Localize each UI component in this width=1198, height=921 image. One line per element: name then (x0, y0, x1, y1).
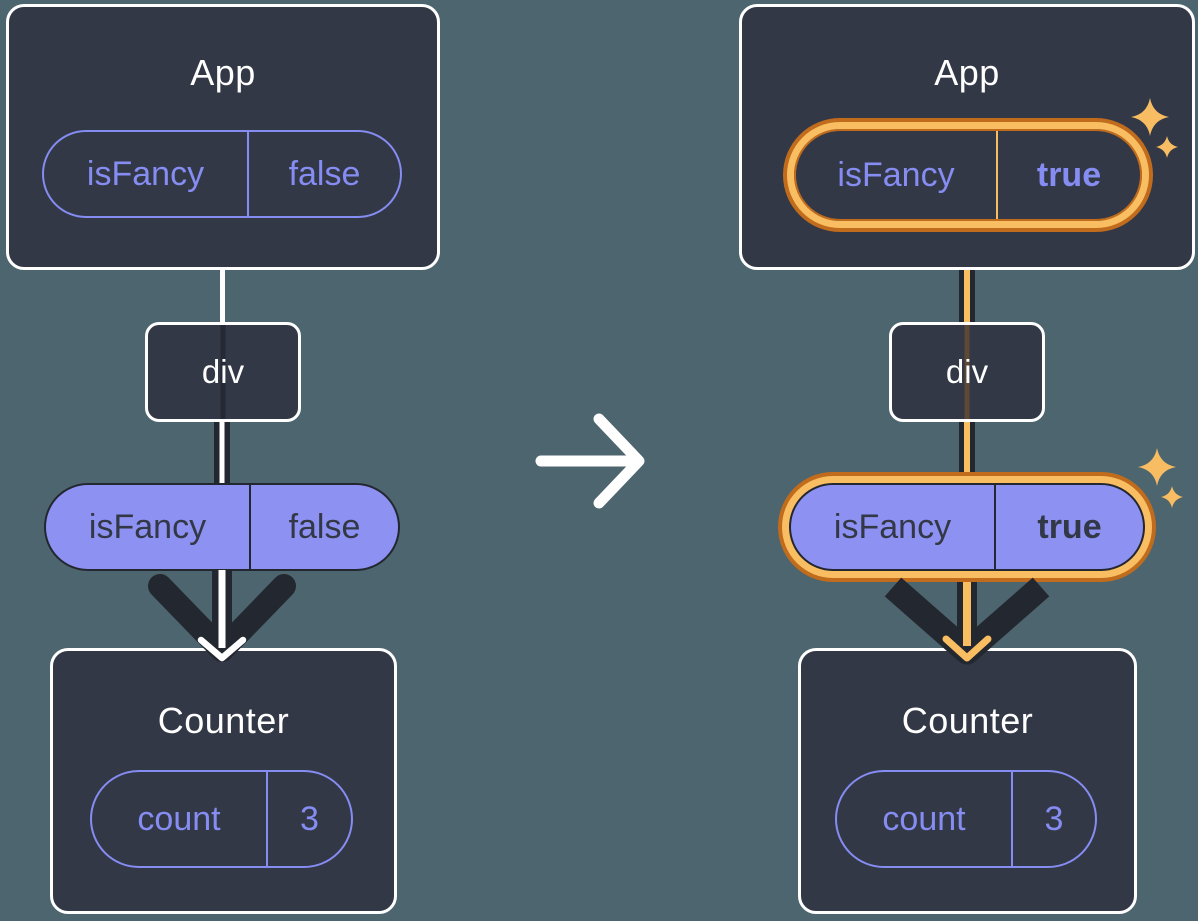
before-count-state-pill: count 3 (90, 770, 353, 868)
before-passed-prop-pill: isFancy false (44, 483, 400, 571)
arrow-head (884, 577, 1050, 665)
prop-value: false (249, 485, 398, 569)
after-app-title: App (934, 52, 1000, 93)
transition-arrow-icon (535, 413, 645, 509)
after-connector-core-line (964, 268, 970, 324)
arrow-core-line (963, 582, 971, 646)
before-app-div-connector (220, 268, 225, 324)
before-div-pill-connector (214, 420, 230, 485)
state-value: 3 (1011, 772, 1095, 866)
connector-through-line (964, 325, 970, 419)
prop-name: isFancy (837, 155, 955, 194)
before-props-arrow (148, 570, 296, 662)
sparkles-icon (1138, 448, 1183, 508)
after-count-state-pill: count 3 (835, 770, 1097, 868)
after-app-div-connector (959, 268, 975, 324)
state-value: 3 (266, 772, 351, 866)
arrow-core-line (218, 570, 226, 648)
after-div-label: div (945, 353, 989, 390)
before-app-prop-pill: isFancy false (42, 130, 402, 218)
after-passed-prop-pill-highlighted: isFancy true (789, 483, 1145, 571)
before-div-card: div (145, 322, 301, 422)
after-counter-title: Counter (901, 700, 1034, 741)
connector-through-line (220, 325, 226, 419)
arrow-shaft (957, 582, 977, 648)
arrow-head (148, 574, 296, 662)
after-props-arrow (884, 577, 1050, 665)
prop-value: true (994, 485, 1143, 569)
prop-value: true (996, 131, 1140, 219)
after-div-pill-connector (959, 420, 975, 485)
before-app-title: App (190, 52, 256, 93)
state-name: count (882, 799, 966, 838)
after-div-card: div (889, 322, 1045, 422)
after-connector-core-line (964, 420, 970, 485)
before-connector-core-line (219, 420, 225, 485)
after-app-prop-pill-highlighted: isFancy true (794, 129, 1142, 221)
prop-value: false (247, 132, 400, 216)
prop-name: isFancy (833, 507, 952, 546)
prop-name: isFancy (86, 154, 205, 193)
state-name: count (137, 799, 221, 838)
prop-name: isFancy (88, 507, 207, 546)
before-div-label: div (201, 353, 245, 390)
before-counter-title: Counter (157, 700, 290, 741)
arrow-shaft (212, 570, 232, 648)
